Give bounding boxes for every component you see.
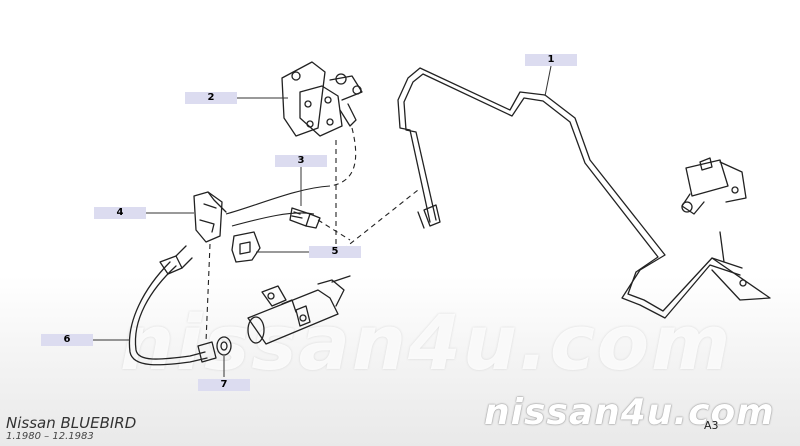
bracket-assembly — [281, 61, 363, 137]
callout-5: 5 — [309, 246, 361, 258]
vehicle-model: Nissan BLUEBIRD — [6, 414, 137, 432]
hose-bracket — [193, 191, 227, 243]
production-dates: 1.1980 – 12.1983 — [6, 431, 94, 442]
callout-4: 4 — [94, 207, 146, 219]
lock-plate — [231, 231, 261, 263]
callout-1: 1 — [525, 54, 577, 66]
diagram-code: A3 — [704, 419, 719, 432]
callout-7: 7 — [198, 379, 250, 391]
clutch-hose — [128, 245, 217, 366]
master-cylinder — [681, 157, 747, 215]
watermark-corner: nissan4u.com — [484, 392, 775, 433]
bolt — [289, 207, 321, 229]
clutch-pipe — [397, 67, 771, 319]
operating-cylinder — [247, 275, 351, 345]
callout-2: 2 — [185, 92, 237, 104]
callout-6: 6 — [41, 334, 93, 346]
washer — [216, 336, 232, 356]
callout-3: 3 — [275, 155, 327, 167]
